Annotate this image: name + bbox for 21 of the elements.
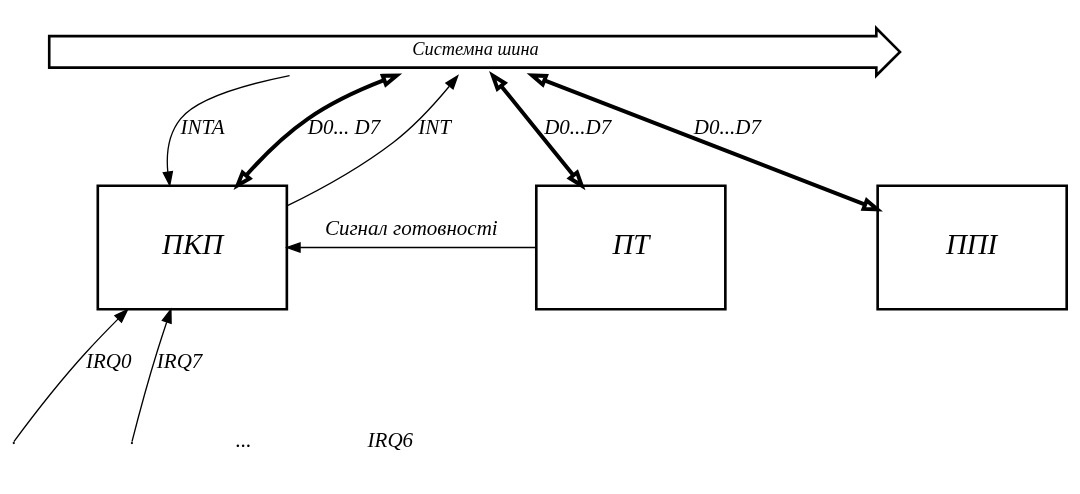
label: IRQ6 bbox=[367, 427, 414, 452]
node-box: ПКП bbox=[96, 184, 289, 310]
arrow bbox=[233, 72, 403, 190]
label: ... bbox=[235, 427, 252, 452]
arrow bbox=[284, 241, 537, 253]
edge-label: IRQ0 bbox=[85, 348, 132, 373]
arrow bbox=[162, 74, 291, 187]
edge-label: INTA bbox=[180, 114, 225, 139]
edge-label: INT bbox=[418, 114, 451, 139]
arrow bbox=[13, 307, 129, 442]
edge-label: D0...D7 bbox=[693, 114, 761, 139]
arrow bbox=[526, 72, 883, 212]
arrow bbox=[286, 73, 459, 207]
edge-label: IRQ7 bbox=[156, 348, 203, 373]
node-box: ПТ bbox=[535, 184, 727, 310]
edge-label: D0... D7 bbox=[307, 114, 381, 139]
arrow bbox=[489, 70, 586, 190]
edge-label: D0...D7 bbox=[544, 114, 612, 139]
node-box: ППІ bbox=[876, 184, 1068, 310]
arrow bbox=[131, 307, 172, 442]
edge-label: Сигнал готовності bbox=[324, 215, 498, 240]
